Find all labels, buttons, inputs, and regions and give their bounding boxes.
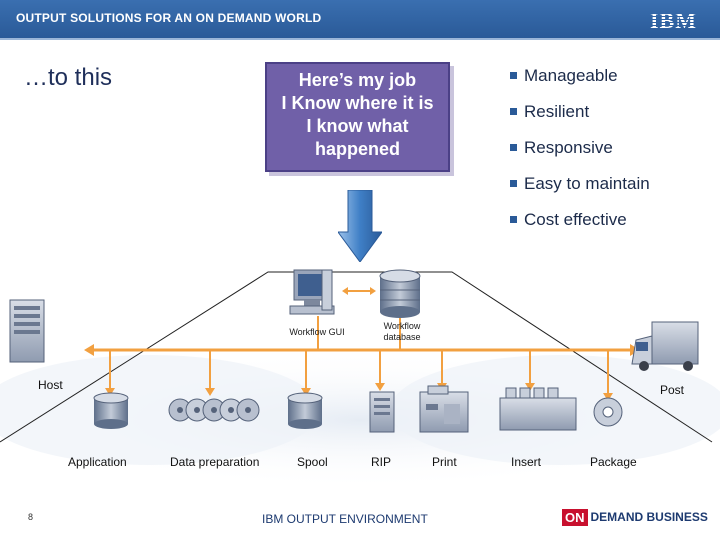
benefit-item-easy-to-maintain: Easy to maintain [510,174,650,210]
print-machine-icon [419,385,469,433]
stage-label-insert: Insert [511,455,542,469]
workflow-database-label-line-1: Workflow [383,321,421,331]
benefit-item-resilient: Resilient [510,102,650,138]
down-arrow-icon [338,190,382,262]
benefit-item-responsive: Responsive [510,138,650,174]
benefits-list: Manageable Resilient Responsive Easy to … [510,66,650,246]
stage-label-package: Package [590,455,637,469]
workflow-gui-computer-icon [289,269,335,315]
benefit-item-cost-effective: Cost effective [510,210,650,246]
data-preparation-gears-icon [168,398,260,422]
callout-line-3: I know what [306,116,409,136]
host-label: Host [38,378,63,392]
workflow-gui-label: Workflow GUI [289,327,345,337]
header-title: OUTPUT SOLUTIONS FOR AN ON DEMAND WORLD [16,11,322,25]
on-demand-badge-on: ON [562,508,588,526]
callout-line-1: Here’s my job [298,70,417,90]
slide-title: …to this [24,64,113,91]
workflow-database-icon [379,269,421,318]
on-demand-badge-text: DEMAND BUSINESS [590,510,708,524]
callout-line-4: happened [314,139,400,159]
output-environment-diagram [0,269,720,490]
insert-machine-icon [499,387,577,431]
ibm-logo: IBM [650,8,697,33]
callout-box: Here’s my job I Know where it is I know … [265,62,450,172]
application-reel-icon [93,392,129,429]
host-server-icon [9,299,45,363]
stage-label-print: Print [432,455,457,469]
post-label: Post [660,383,685,397]
post-truck-icon [631,321,699,371]
on-demand-business-logo: ON DEMAND BUSINESS [562,507,708,527]
benefit-item-manageable: Manageable [510,66,650,102]
page-number: 8 [28,512,34,522]
workflow-database-label-line-2: database [383,332,421,342]
footer-title: IBM OUTPUT ENVIRONMENT [262,512,428,526]
rip-server-icon [369,391,395,433]
spool-reel-icon [287,392,323,429]
package-disc-icon [593,397,623,427]
stage-label-data-preparation: Data preparation [170,455,260,469]
stage-label-spool: Spool [297,455,328,469]
stage-label-application: Application [68,455,127,469]
workflow-database-label: Workflow database [370,321,434,343]
callout-line-2: I Know where it is [281,93,434,113]
header-bar: OUTPUT SOLUTIONS FOR AN ON DEMAND WORLD … [0,0,720,40]
stage-label-rip: RIP [371,455,392,469]
